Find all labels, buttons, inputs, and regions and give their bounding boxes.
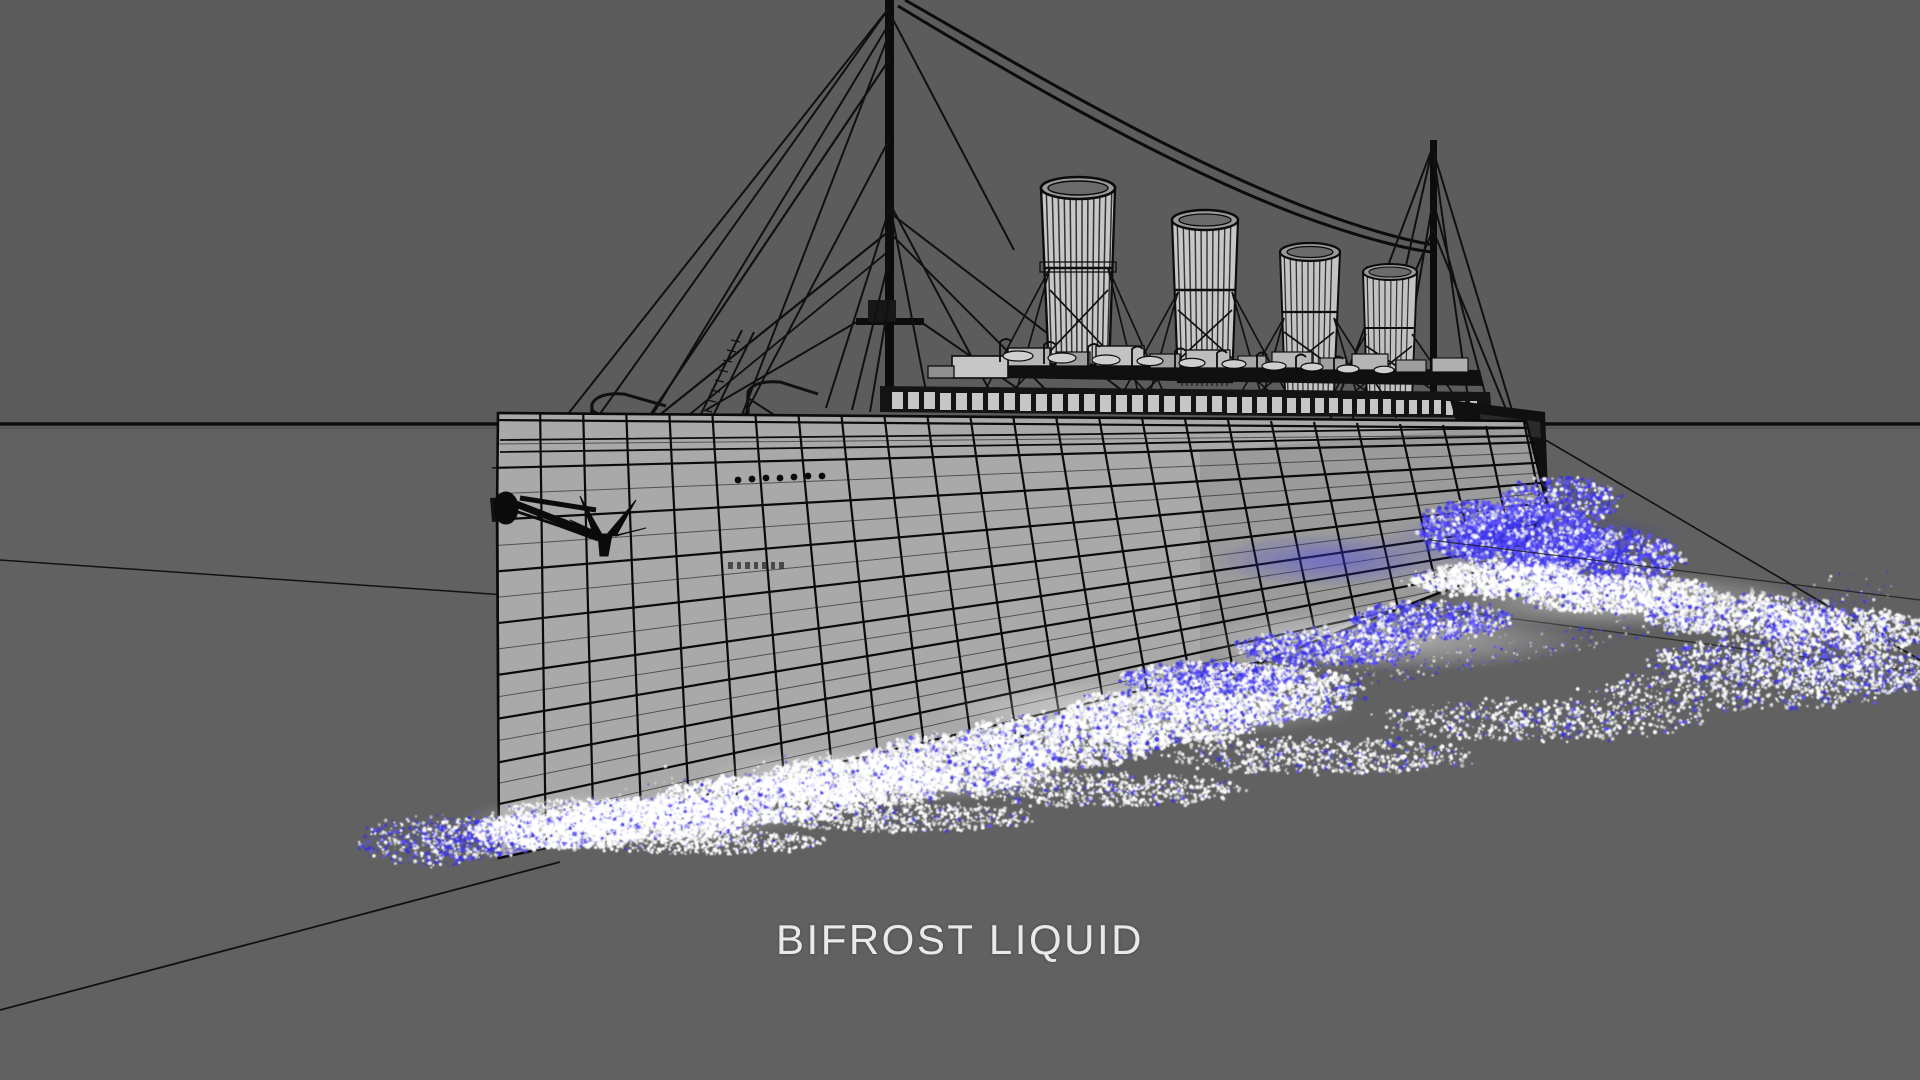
hawse-pipe (494, 492, 518, 524)
deckhouse (1396, 360, 1426, 372)
bridge-wing (928, 366, 954, 378)
deckhouse (1432, 358, 1468, 372)
fore-mast-crowsnest (868, 300, 896, 322)
fore-mast-topmast (888, 0, 893, 140)
